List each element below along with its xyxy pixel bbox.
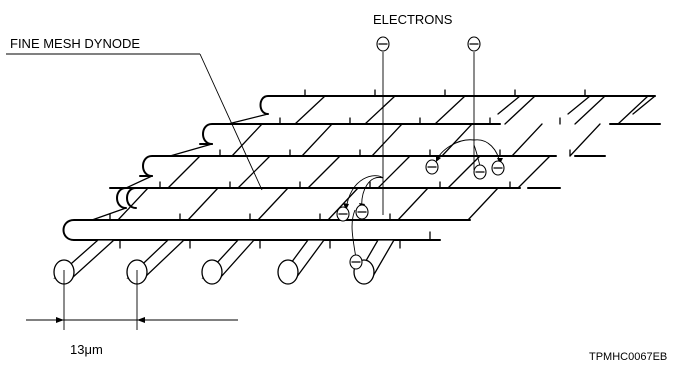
fine-mesh-dynode-label: FINE MESH DYNODE bbox=[10, 36, 140, 51]
electron-icon bbox=[356, 205, 368, 219]
mesh-layer-3 bbox=[203, 96, 660, 144]
figure-code: TPMHC0067EB bbox=[589, 351, 667, 363]
pitch-label: 13μm bbox=[70, 342, 103, 357]
label-leader-line bbox=[6, 54, 262, 190]
mesh-layer-1 bbox=[110, 156, 560, 208]
electron-icon bbox=[468, 37, 480, 51]
mesh-layer-2 bbox=[143, 124, 605, 176]
electron-icon bbox=[350, 255, 362, 269]
electron-icon bbox=[426, 160, 438, 174]
front-wire-row bbox=[54, 232, 440, 284]
electron-icon bbox=[337, 207, 349, 221]
electrons-label: ELECTRONS bbox=[373, 12, 453, 27]
mesh-layer-0 bbox=[64, 188, 499, 240]
electron-icon bbox=[492, 161, 504, 175]
electron-icon bbox=[474, 165, 486, 179]
electron-icon bbox=[377, 37, 389, 51]
